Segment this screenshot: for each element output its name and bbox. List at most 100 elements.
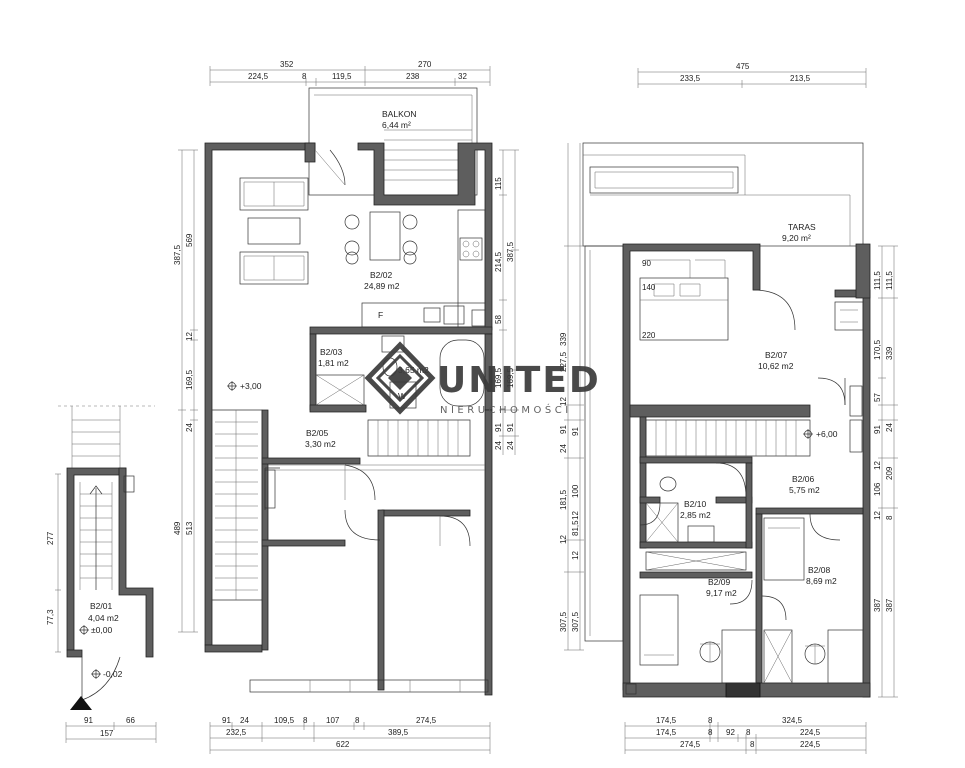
desk-icon <box>721 629 757 684</box>
sofa-icon <box>239 251 309 285</box>
company-logo: UNITED NIERUCHOMOŚCI <box>364 341 601 416</box>
dimension-chain: 174,5 8 324,5 174,5 8 92 8 224,5 274,5 8… <box>624 716 867 754</box>
svg-text:12: 12 <box>185 332 194 341</box>
svg-text:307,5: 307,5 <box>571 611 580 632</box>
coffee-table-icon <box>247 217 301 245</box>
svg-text:91: 91 <box>84 716 93 725</box>
svg-text:57: 57 <box>873 393 882 402</box>
svg-text:224,5: 224,5 <box>248 72 269 81</box>
entry-plan: B2/01 4,04 m2 ±0,00 -0,02 277 77,3 91 66… <box>46 405 157 743</box>
bed-icon <box>639 594 679 666</box>
room-area: 5,75 m2 <box>789 485 820 495</box>
desk-icon <box>827 629 864 684</box>
svg-text:513: 513 <box>185 521 194 535</box>
svg-text:8: 8 <box>750 740 755 749</box>
svg-text:92: 92 <box>726 728 735 737</box>
svg-text:324,5: 324,5 <box>782 716 803 725</box>
room-area: 9,20 m² <box>782 233 811 243</box>
dining-table-icon <box>344 211 418 265</box>
room-area: 6,44 m² <box>382 120 411 130</box>
svg-text:274,5: 274,5 <box>416 716 437 725</box>
fridge-label: F <box>378 310 383 320</box>
svg-text:140: 140 <box>642 283 656 292</box>
svg-text:119,5: 119,5 <box>332 72 352 81</box>
svg-text:24: 24 <box>506 441 515 450</box>
svg-text:169,5: 169,5 <box>506 367 515 388</box>
svg-text:+6,00: +6,00 <box>816 429 838 439</box>
svg-text:622: 622 <box>336 740 350 749</box>
svg-text:8: 8 <box>746 728 751 737</box>
svg-text:169,5: 169,5 <box>185 369 194 390</box>
shower-icon <box>645 502 679 543</box>
svg-text:387,5: 387,5 <box>506 241 515 262</box>
svg-text:109,5: 109,5 <box>274 716 295 725</box>
svg-text:270: 270 <box>418 60 432 69</box>
svg-text:115: 115 <box>494 177 503 190</box>
room-name: B2/08 <box>808 565 830 575</box>
dimension-chain: 277 77,3 91 66 157 <box>46 473 157 743</box>
dimension-chain: 91 24 109,5 8 107 8 274,5 232,5 389,5 62… <box>209 716 491 754</box>
svg-text:277: 277 <box>46 531 55 545</box>
bed-icon <box>763 517 805 581</box>
room-name: B2/09 <box>708 577 730 587</box>
svg-text:569: 569 <box>185 233 194 247</box>
svg-text:387: 387 <box>885 598 894 612</box>
svg-text:24: 24 <box>559 444 568 453</box>
room-area: 24,89 m2 <box>364 281 400 291</box>
svg-text:91: 91 <box>494 423 503 432</box>
room-area: 4,04 m2 <box>88 613 119 623</box>
room-area: 1,81 m2 <box>318 358 349 368</box>
north-arrow-icon <box>70 696 92 710</box>
level-marker: -0,02 <box>91 669 123 679</box>
svg-text:106: 106 <box>873 482 882 496</box>
bathtub-icon <box>439 339 485 407</box>
room-name: B2/03 <box>320 347 342 357</box>
svg-text:475: 475 <box>736 62 750 71</box>
logo-name: UNITED <box>437 360 601 401</box>
level-marker: ±0,00 <box>79 625 112 635</box>
svg-text:157: 157 <box>100 729 114 738</box>
room-name: B2/05 <box>306 428 328 438</box>
room-area: 8,69 m2 <box>806 576 837 586</box>
svg-text:220: 220 <box>642 331 656 340</box>
svg-text:387: 387 <box>873 598 882 612</box>
svg-text:91: 91 <box>559 425 568 434</box>
svg-text:24: 24 <box>885 423 894 432</box>
room-area: 9,17 m2 <box>706 588 737 598</box>
svg-text:8: 8 <box>302 72 307 81</box>
svg-text:81,5: 81,5 <box>571 520 580 536</box>
svg-text:24: 24 <box>240 716 249 725</box>
svg-text:58: 58 <box>494 315 503 324</box>
svg-text:±0,00: ±0,00 <box>91 625 112 635</box>
svg-text:12: 12 <box>571 511 580 520</box>
svg-text:12: 12 <box>571 551 580 560</box>
svg-text:224,5: 224,5 <box>800 728 821 737</box>
svg-text:181,5: 181,5 <box>559 489 568 510</box>
room-area: 2,85 m2 <box>680 510 711 520</box>
svg-text:111,5: 111,5 <box>885 271 894 290</box>
svg-text:489: 489 <box>173 521 182 535</box>
svg-text:8: 8 <box>355 716 360 725</box>
svg-text:170,5: 170,5 <box>873 339 882 360</box>
svg-text:352: 352 <box>280 60 294 69</box>
svg-text:238: 238 <box>406 72 420 81</box>
room-name: B2/10 <box>684 499 706 509</box>
svg-text:214,5: 214,5 <box>494 251 503 272</box>
room-name: B2/07 <box>765 350 787 360</box>
svg-text:213,5: 213,5 <box>790 74 811 83</box>
svg-text:91: 91 <box>571 427 580 436</box>
dimension-chain: 115 214,5 58 169,5 91 24 387,5 169,5 91 … <box>494 149 519 455</box>
svg-text:12: 12 <box>873 461 882 470</box>
svg-text:77,3: 77,3 <box>46 609 55 625</box>
stove-icon <box>459 237 483 261</box>
room-area: 10,62 m2 <box>758 361 794 371</box>
svg-text:111,5: 111,5 <box>873 271 882 290</box>
bed-icon: 90 140 220 <box>639 259 729 341</box>
svg-text:12: 12 <box>559 535 568 544</box>
room-name: B2/02 <box>370 270 392 280</box>
svg-text:107: 107 <box>326 716 340 725</box>
room-name: B2/06 <box>792 474 814 484</box>
svg-text:12: 12 <box>873 511 882 520</box>
svg-text:169,5: 169,5 <box>494 367 503 388</box>
